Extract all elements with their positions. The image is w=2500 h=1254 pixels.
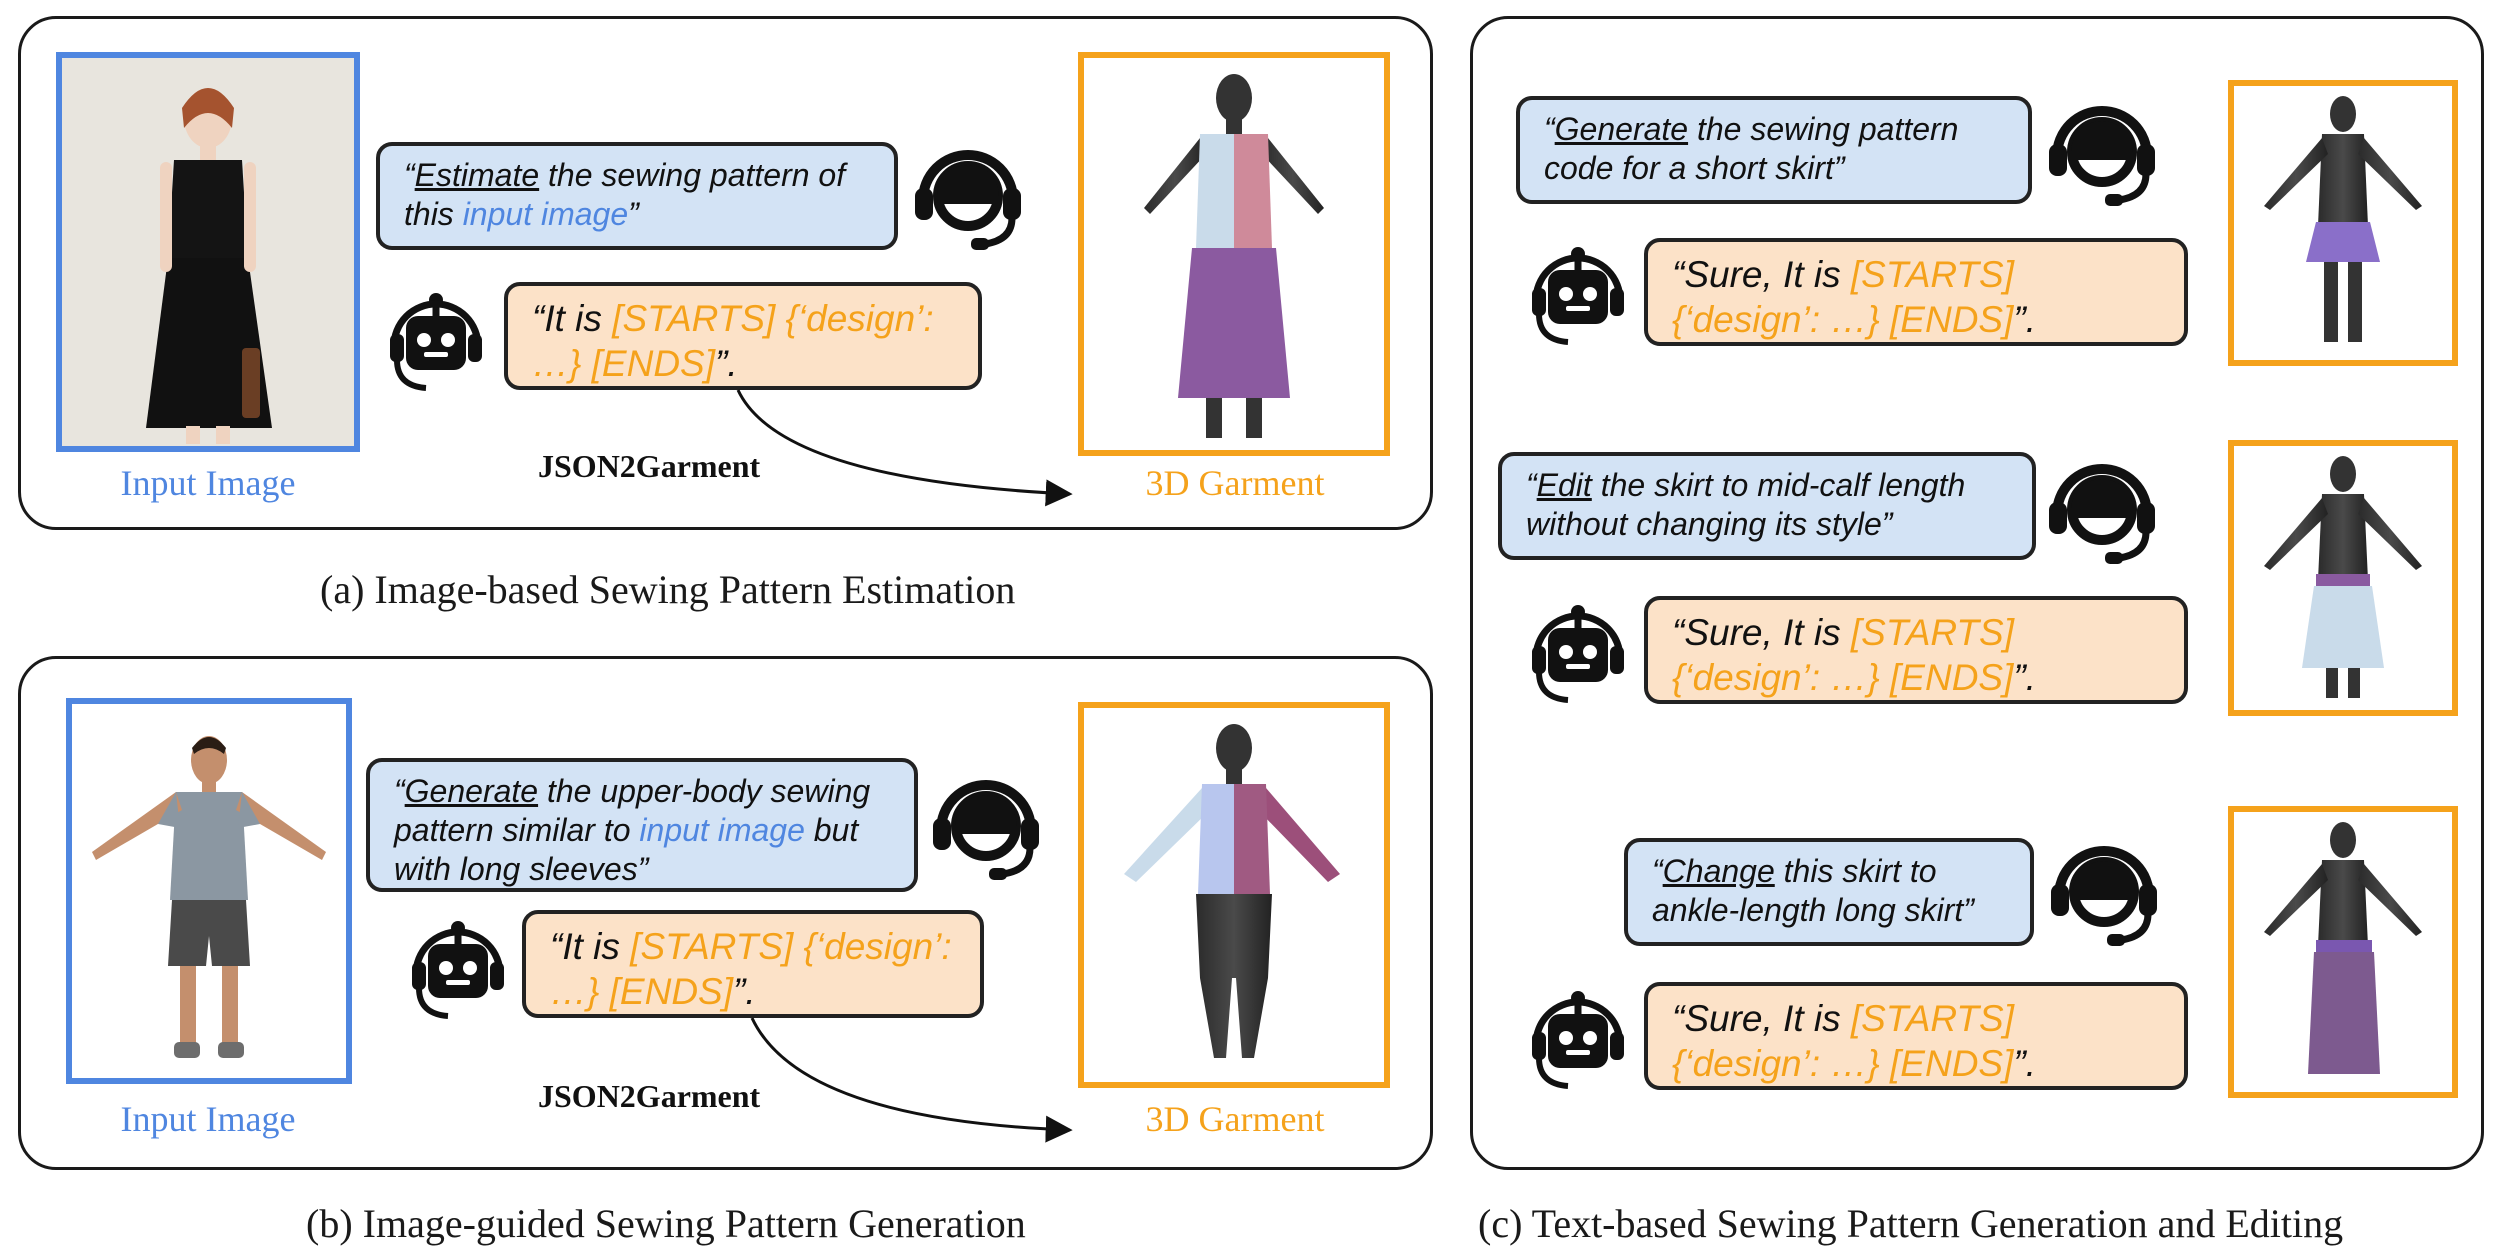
- json2garment-arrow-b: [750, 1017, 1073, 1143]
- woman-photo: [62, 58, 354, 446]
- user-prompt-c2: “Edit the skirt to mid-calf length witho…: [1498, 452, 2036, 560]
- input-image-frame-b: [66, 698, 352, 1084]
- json2garment-label-a: JSON2Garment: [538, 448, 761, 484]
- garment-render-a: [1144, 74, 1324, 438]
- garment-render-b: [1124, 724, 1340, 1058]
- user-prompt-b: “Generate the upper-body sewing pattern …: [366, 758, 918, 892]
- output-garment-frame-c1: [2228, 80, 2458, 366]
- bot-response-c3: “Sure, It is [STARTS] {‘design’: …} [END…: [1644, 982, 2188, 1090]
- output-garment-frame-a: [1078, 52, 1390, 456]
- input-image-frame-a: [56, 52, 360, 452]
- garment-render-c1: [2264, 96, 2422, 342]
- garment-render-c2: [2264, 456, 2422, 698]
- caption-a: (a) Image-based Sewing Pattern Estimatio…: [320, 567, 1016, 612]
- output-garment-label-a: 3D Garment: [1145, 463, 1325, 503]
- man-photo: [92, 736, 326, 1058]
- bot-response-c2: “Sure, It is [STARTS] {‘design’: …} [END…: [1644, 596, 2188, 704]
- bot-response-c1: “Sure, It is [STARTS] {‘design’: …} [END…: [1644, 238, 2188, 346]
- output-garment-frame-c2: [2228, 440, 2458, 716]
- bot-response-a: “It is [STARTS] {‘design’: …} [ENDS]”.: [504, 282, 982, 390]
- json2garment-label-b: JSON2Garment: [538, 1078, 761, 1114]
- json2garment-arrow-a: [736, 389, 1073, 507]
- caption-b: (b) Image-guided Sewing Pattern Generati…: [306, 1201, 1026, 1246]
- user-prompt-a: “Estimate the sewing pattern of this inp…: [376, 142, 898, 250]
- bot-response-b: “It is [STARTS] {‘design’: …} [ENDS]”.: [522, 910, 984, 1018]
- output-garment-frame-b: [1078, 702, 1390, 1088]
- output-garment-frame-c3: [2228, 806, 2458, 1098]
- user-prompt-c3: “Change this skirt to ankle-length long …: [1624, 838, 2034, 946]
- output-garment-label-b: 3D Garment: [1145, 1099, 1325, 1139]
- caption-c: (c) Text-based Sewing Pattern Generation…: [1478, 1201, 2344, 1246]
- user-prompt-c1: “Generate the sewing pattern code for a …: [1516, 96, 2032, 204]
- input-image-label-a: Input Image: [120, 463, 296, 503]
- input-image-label-b: Input Image: [120, 1099, 296, 1139]
- garment-render-c3: [2264, 822, 2422, 1074]
